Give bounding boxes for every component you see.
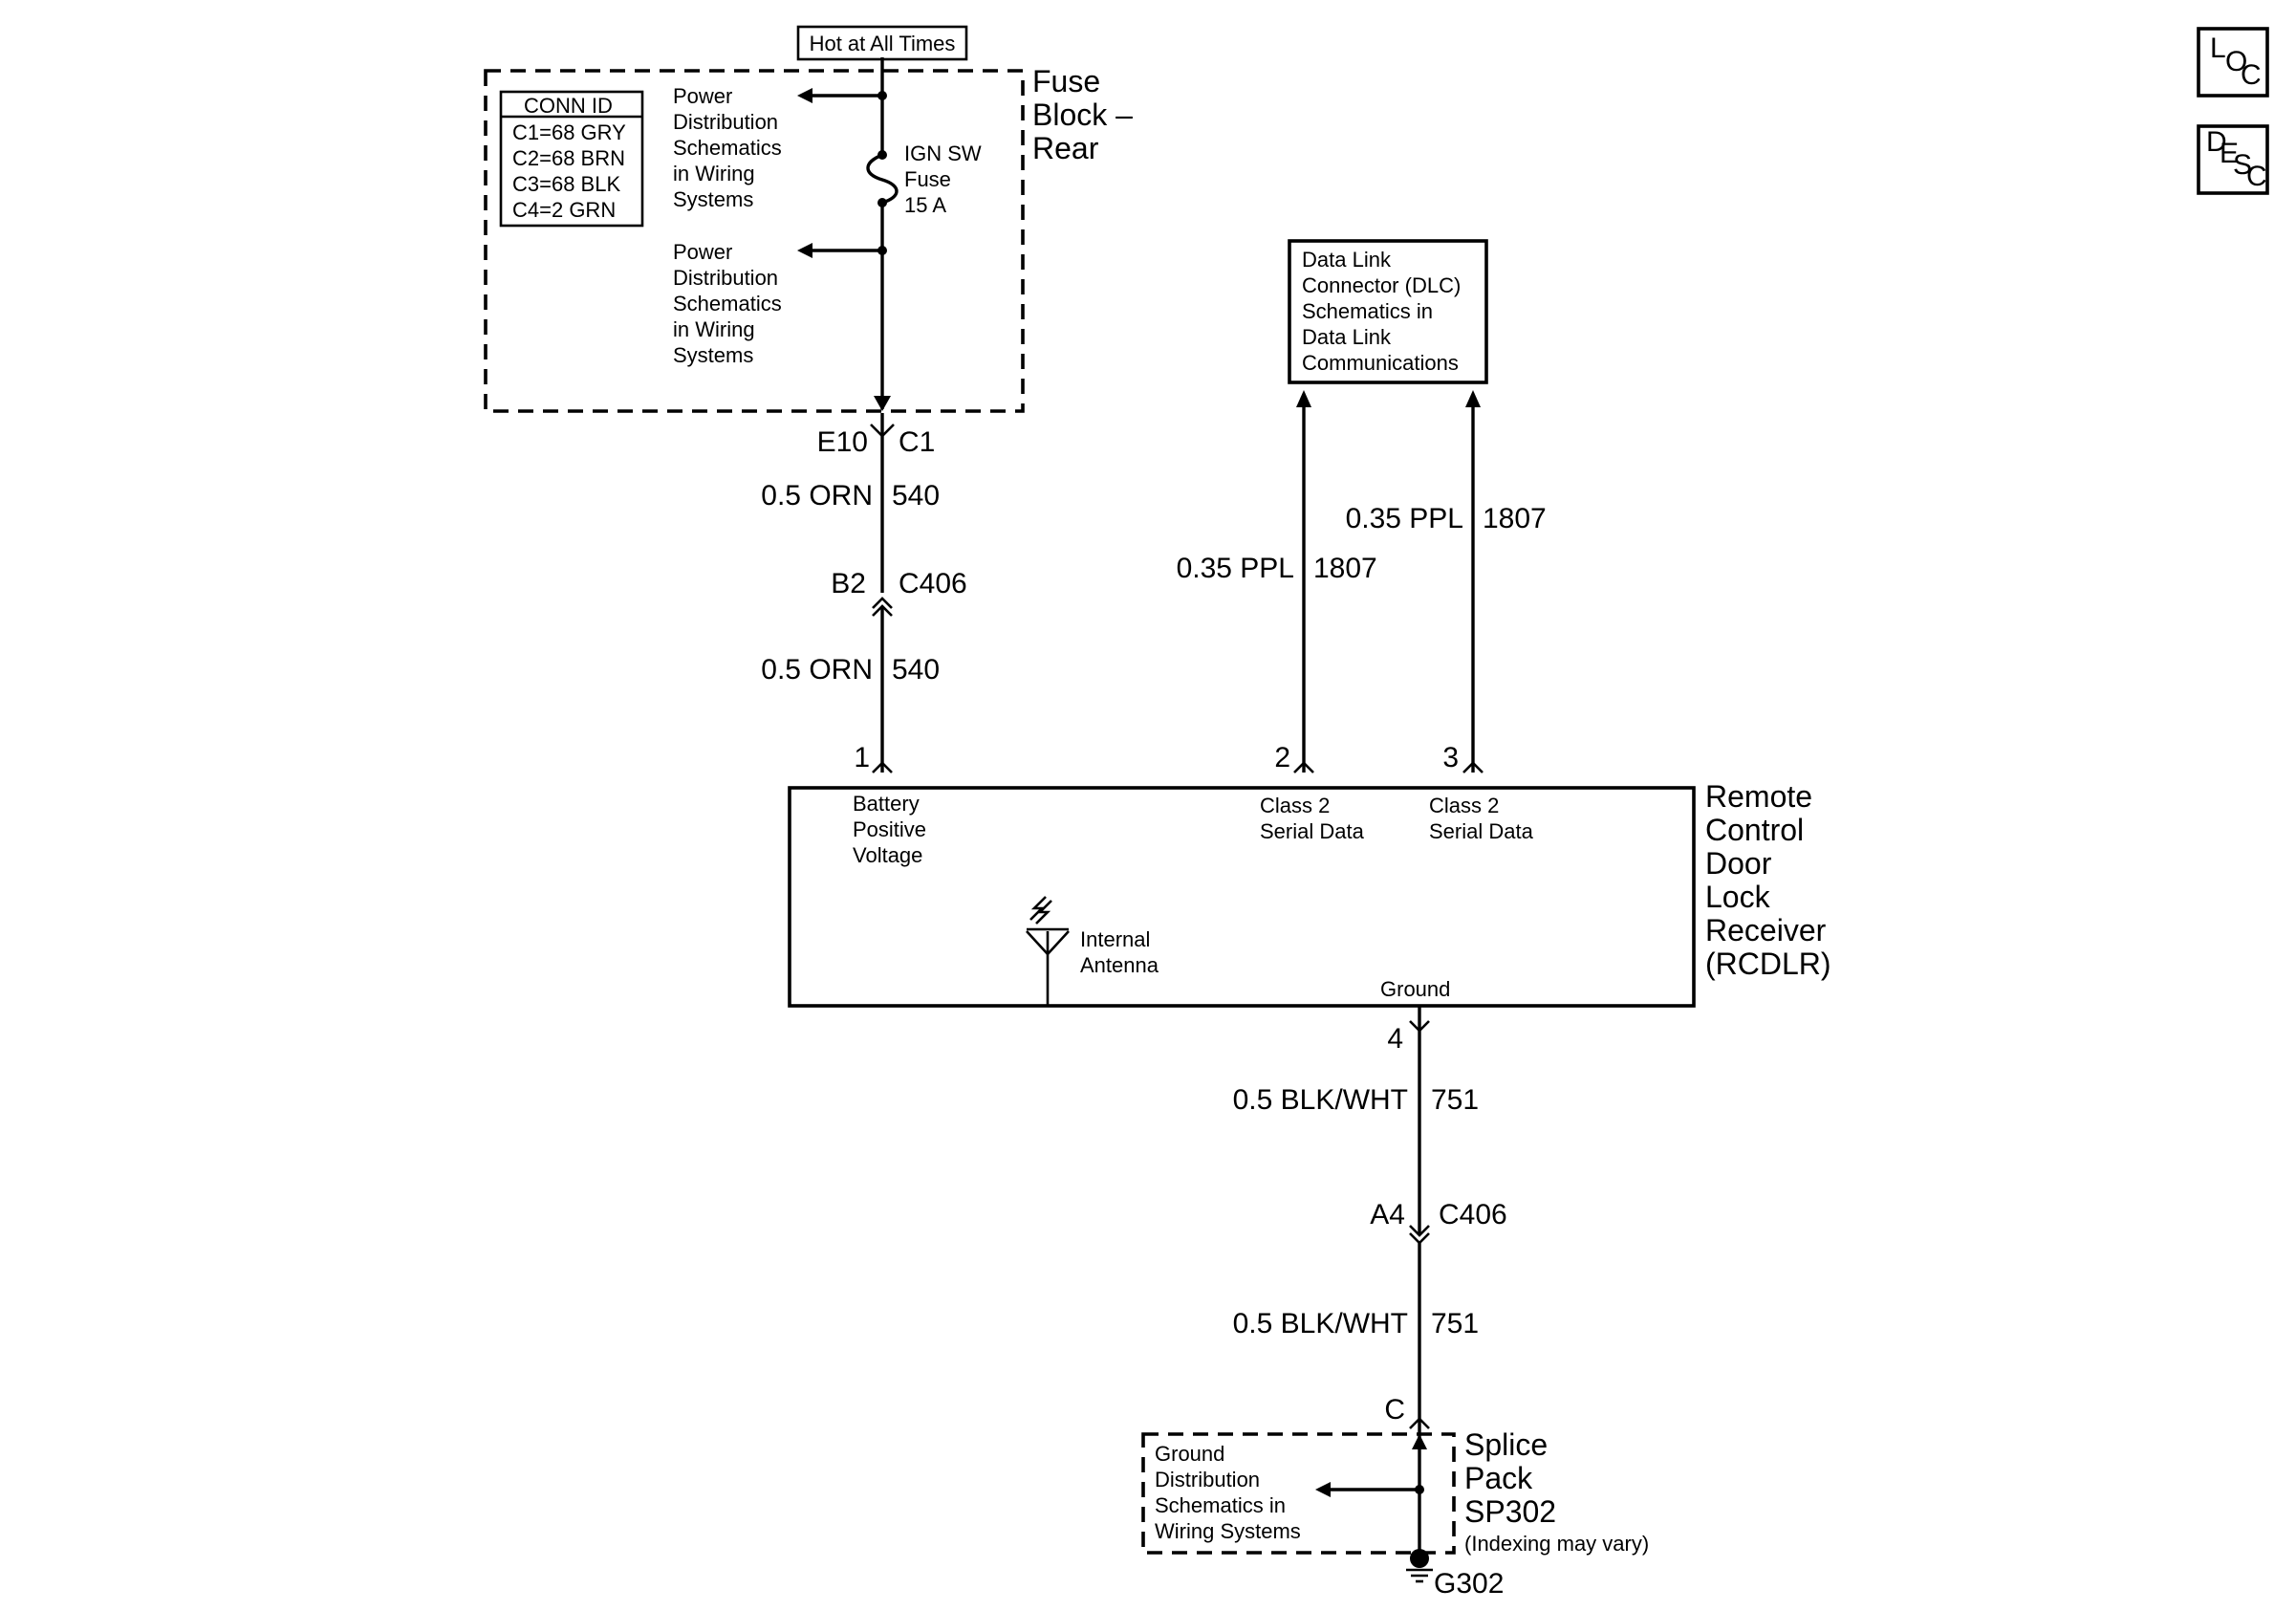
fuse-block-name: Fuse Block – Rear [1032,64,1141,165]
svg-text:S: S [2233,149,2252,181]
antenna-icon [1026,896,1070,1006]
dlc-label: Data Link Connector (DLC) Schematics in … [1302,248,1466,375]
pin-connector-icon [872,761,893,773]
wire-540-upper-circuit: 540 [892,480,940,512]
arrow-up-icon [1296,390,1311,407]
ground-terminal-label: Ground [1380,977,1450,1001]
arrow-up-icon [1412,1434,1427,1449]
svg-text:E: E [2220,138,2239,169]
wire-1807-left-circuit: 1807 [1313,553,1377,584]
internal-antenna-label: Internal Antenna [1080,927,1159,977]
wire-751-upper-color: 0.5 BLK/WHT [1233,1084,1408,1116]
serial-data-pin2-label: Class 2 Serial Data [1260,794,1365,843]
loc-icon[interactable]: L O C [2197,27,2269,98]
wire-751-upper-circuit: 751 [1431,1084,1479,1116]
power-distribution-bottom-label: Power Distribution Schematics in Wiring … [673,240,788,367]
conn-id-header: CONN ID [524,94,613,118]
ground-distribution-label: Ground Distribution Schematics in Wiring… [1155,1442,1301,1543]
arrow-left-icon [797,243,812,258]
splice-pack-name: Splice Pack SP302 [1464,1427,1556,1529]
pin-3: 3 [1442,742,1459,773]
wire-540-lower-circuit: 540 [892,654,940,686]
arrow-left-icon [1315,1482,1331,1497]
pin-connector-icon [1293,761,1314,773]
wire-1807-left-color: 0.35 PPL [1177,553,1294,584]
connector-a4-c406: A4 C406 [1370,1199,1507,1245]
ground-icon [1406,1543,1433,1583]
connector-icon [1409,1225,1430,1237]
pin-1: 1 [854,742,870,773]
wire-751-lower-circuit: 751 [1431,1308,1479,1339]
connector-e10-c1: E10 C1 [817,413,935,458]
connector-id-c406: C406 [899,568,967,599]
rcdlr-outline [788,786,1696,1008]
conn-id-rows: C1=68 GRY C2=68 BRN C3=68 BLK C4=2 GRN [512,120,632,222]
rcdlr-name: Remote Control Door Lock Receiver (RCDLR… [1705,779,1834,981]
connector-pin-e10: E10 [817,426,868,458]
arrow-left-icon [797,88,812,103]
serial-data-pin3-label: Class 2 Serial Data [1429,794,1534,843]
battery-positive-label: Battery Positive Voltage [853,792,932,867]
conn-id-table: CONN ID C1=68 GRY C2=68 BRN C3=68 BLK C4… [499,90,644,228]
splice-pin-c: C [1384,1394,1405,1426]
hot-at-all-times-box: Hot at All Times [796,25,968,61]
fuse-icon [866,153,899,205]
dlc-box: Data Link Connector (DLC) Schematics in … [1288,239,1488,384]
svg-text:C: C [2241,59,2262,91]
connector-id-c1: C1 [899,426,935,458]
svg-text:L: L [2210,33,2226,64]
fuse-block-outline [484,69,1025,413]
wire-1807-right-circuit: 1807 [1483,503,1547,534]
pin-4: 4 [1387,1023,1403,1055]
connector-icon [872,597,893,609]
pin-2: 2 [1274,742,1290,773]
svg-text:O: O [2225,46,2247,77]
rcdlr-module: Remote Control Door Lock Receiver (RCDLR… [788,779,1834,1008]
arrow-up-icon [1465,390,1481,407]
connector-pin-a4: A4 [1370,1199,1405,1230]
wire-751-lower-color: 0.5 BLK/WHT [1233,1308,1408,1339]
arrow-down-icon [874,396,891,411]
fuse-circuit [797,57,899,411]
pin-connector-icon [1462,761,1484,773]
splice-pack-sp302: Ground Distribution Schematics in Wiring… [1141,1427,1649,1556]
svg-text:D: D [2206,126,2227,158]
connector-id-c406-lower: C406 [1439,1199,1507,1230]
wire-540-lower-color: 0.5 ORN [761,654,873,686]
ign-sw-fuse-label: IGN SW Fuse 15 A [904,142,987,217]
svg-text:Hot at All Times: Hot at All Times [810,32,956,55]
splice-note: (Indexing may vary) [1464,1532,1649,1556]
wire-1807-right-color: 0.35 PPL [1346,503,1463,534]
wire-540-upper-color: 0.5 ORN [761,480,873,512]
desc-icon[interactable]: D E S C [2197,124,2269,195]
connector-pin-b2: B2 [831,568,866,599]
connector-b2-c406: B2 C406 [831,568,967,617]
pin-connector-icon [1409,1417,1430,1429]
ground-g302-label: G302 [1434,1568,1504,1600]
fuse-block-rear: Fuse Block – Rear CONN ID C1=68 GRY C2=6… [484,57,1141,413]
svg-text:C: C [2246,161,2267,192]
splice-pack-outline [1141,1432,1456,1555]
power-distribution-top-label: Power Distribution Schematics in Wiring … [673,84,788,211]
